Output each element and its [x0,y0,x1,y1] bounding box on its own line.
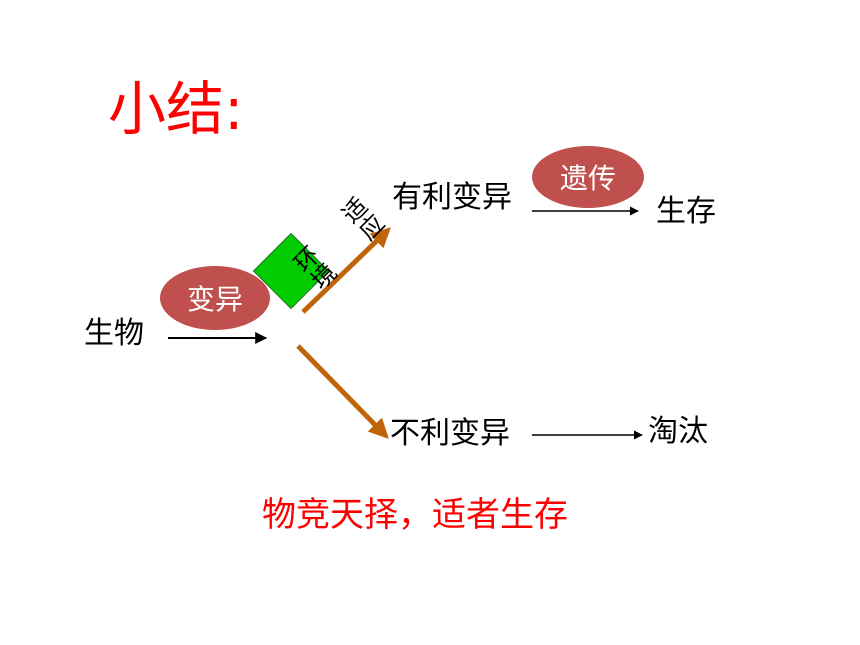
page-title: 小结: [108,75,244,143]
node-heredity-label: 遗传 [559,162,616,195]
arrow-to-favorable [301,227,391,314]
summary-text: 物竞天择，适者生存 [262,495,568,535]
node-organism: 生物 [84,316,144,351]
arrow-to-unfavorable [296,344,389,439]
node-heredity-oval: 遗传 [532,146,644,208]
node-unfavorable: 不利变异 [390,416,510,451]
node-variation-oval: 变异 [160,266,270,330]
node-eliminate: 淘汰 [648,414,708,449]
node-survive: 生存 [656,194,716,229]
node-favorable: 有利变异 [392,180,512,215]
node-variation-label: 变异 [186,283,243,316]
